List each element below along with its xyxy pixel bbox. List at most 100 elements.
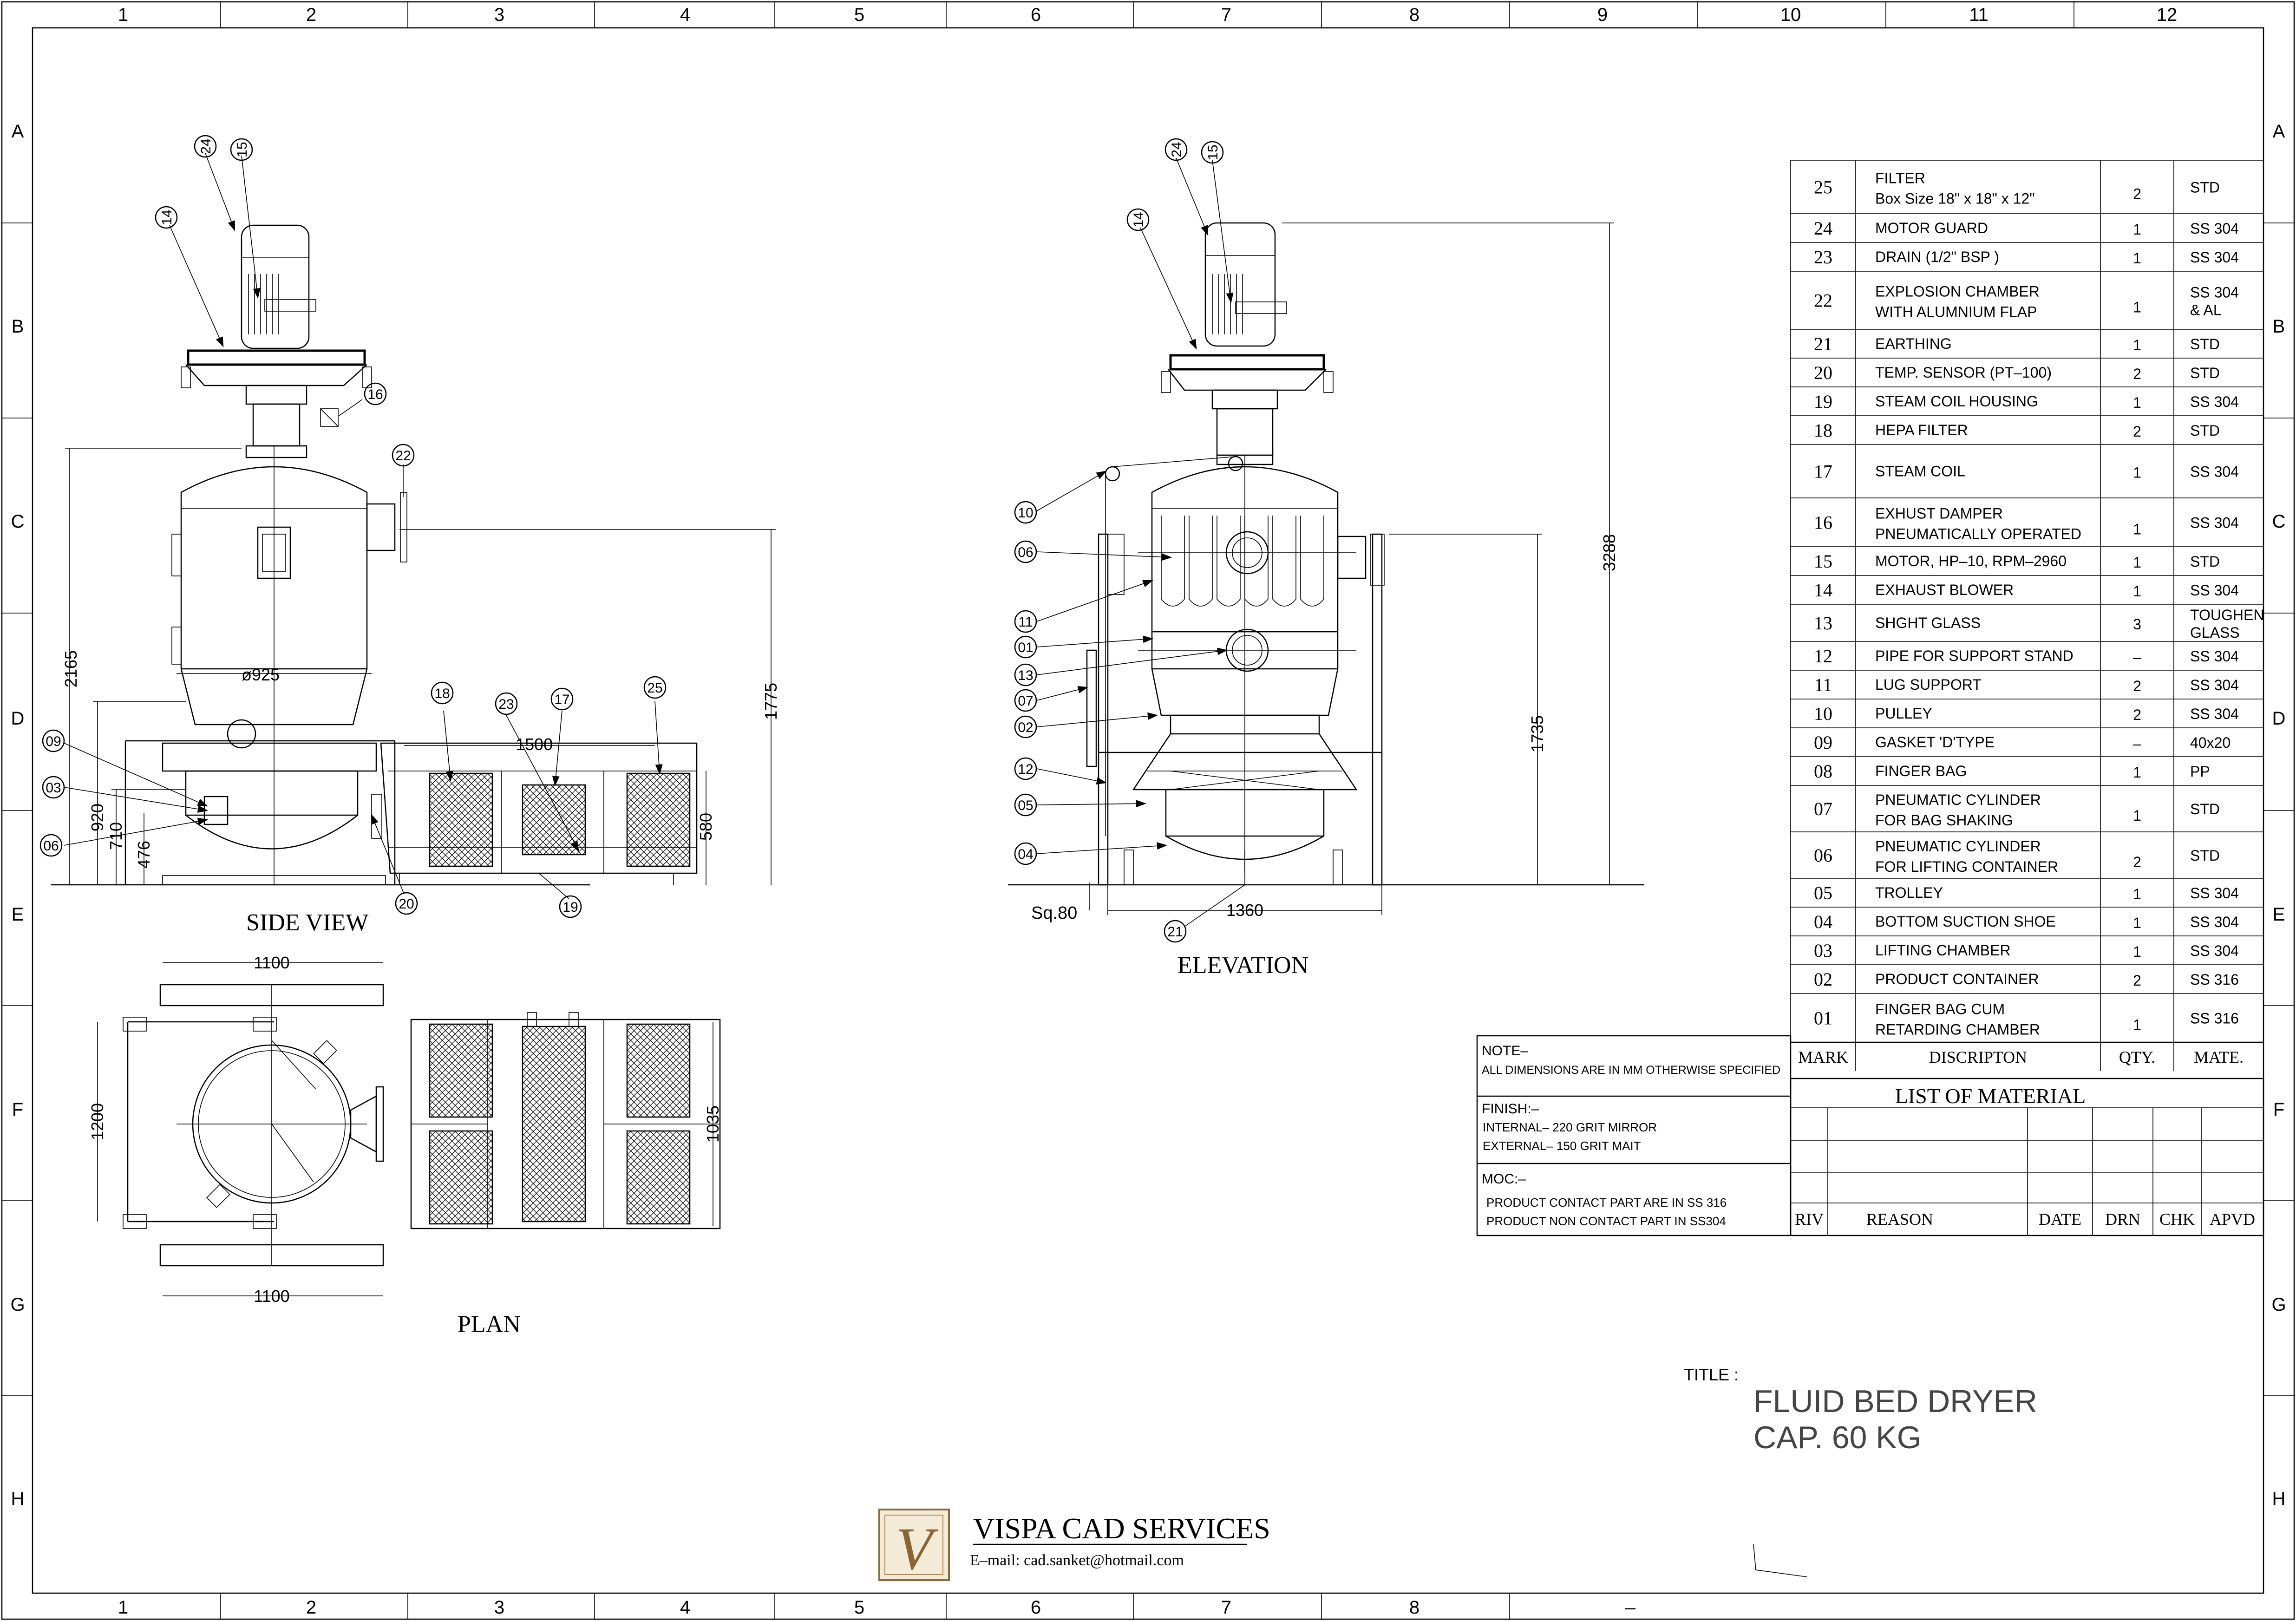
material-mate: SS 316 (2190, 971, 2239, 988)
finish-external: EXTERNAL– 150 GRIT MAIT (1483, 1139, 1641, 1153)
material-mark: 06 (1814, 845, 1832, 866)
material-mark: 11 (1814, 674, 1832, 695)
col-label: 1 (118, 5, 128, 25)
callout-19: 19 (563, 900, 578, 915)
material-mate: SS 304 (2190, 393, 2239, 410)
material-description: FILTER (1875, 170, 1925, 187)
dimension-label: 1100 (254, 953, 289, 972)
material-description: EXHUST DAMPER (1875, 505, 2003, 522)
material-qty: 2 (2133, 186, 2141, 203)
material-mate: STD (2190, 365, 2220, 381)
dimension-label: ø925 (242, 665, 280, 684)
col-label-bottom: 3 (494, 1597, 504, 1618)
material-mark: 09 (1814, 732, 1832, 753)
col-label: 9 (1597, 5, 1608, 25)
row-label: B (2273, 316, 2285, 337)
dimension-label: 1035 (703, 1105, 722, 1143)
list-of-material-title: LIST OF MATERIAL (1895, 1084, 2086, 1108)
callout-06: 06 (1018, 545, 1033, 560)
finish-label: FINISH:– (1482, 1101, 1539, 1117)
note-text: ALL DIMENSIONS ARE IN MM OTHERWISE SPECI… (1482, 1064, 1780, 1077)
callout-05: 05 (1018, 798, 1033, 813)
material-description: STEAM COIL (1875, 463, 1965, 480)
material-description: BOTTOM SUCTION SHOE (1875, 913, 2056, 930)
material-mate: STD (2190, 336, 2220, 353)
callout-21: 21 (1167, 924, 1183, 940)
material-description: PIPE FOR SUPPORT STAND (1875, 647, 2074, 664)
row-label: D (2272, 708, 2286, 729)
material-description: DRAIN (1/2" BSP ) (1875, 248, 1999, 265)
row-label: C (2272, 511, 2286, 532)
material-description: SHGHT GLASS (1875, 614, 1981, 631)
dimension-label: 1360 (1226, 901, 1263, 920)
material-description: TEMP. SENSOR (PT–100) (1875, 364, 2052, 381)
material-mate: STD (2190, 179, 2220, 196)
material-mate: STD (2190, 553, 2220, 570)
rev-header: DATE (2039, 1210, 2081, 1229)
material-mark: 12 (1814, 646, 1832, 667)
material-mark: 21 (1814, 333, 1832, 354)
material-mate: SS 304 (2190, 249, 2239, 266)
material-qty: 2 (2133, 972, 2141, 989)
material-description: STEAM COIL HOUSING (1875, 393, 2038, 410)
material-mark: 14 (1814, 580, 1832, 601)
material-description-2: FOR LIFTING CONTAINER (1875, 858, 2058, 875)
material-header: MARK (1798, 1048, 1848, 1066)
callout-12: 12 (1018, 762, 1033, 777)
callout-10: 10 (1018, 505, 1033, 521)
material-mark: 20 (1814, 362, 1832, 383)
callout-15: 15 (235, 142, 250, 157)
callout-17: 17 (554, 692, 569, 707)
callout-22: 22 (395, 448, 411, 464)
row-label: E (2273, 904, 2285, 925)
row-label: H (2272, 1489, 2286, 1509)
material-mark: 19 (1814, 391, 1832, 412)
row-label: E (12, 904, 24, 925)
col-label: 7 (1221, 5, 1231, 25)
callout-15: 15 (1205, 144, 1221, 160)
col-label: 8 (1409, 5, 1419, 25)
material-qty: 2 (2133, 854, 2141, 870)
callout-24: 24 (1169, 142, 1184, 157)
material-qty: 3 (2133, 616, 2141, 633)
material-qty: – (2133, 649, 2141, 666)
elevation-balloons: 24 15 14 10 06 11 01 13 07 02 12 05 04 2… (1014, 138, 1245, 943)
material-mate-2: GLASS (2190, 624, 2240, 641)
material-description: FINGER BAG CUM (1875, 1001, 2005, 1018)
material-qty: 1 (2133, 299, 2141, 316)
material-qty: 1 (2133, 915, 2141, 931)
material-mate: SS 304 (2190, 515, 2239, 531)
row-label: F (2273, 1099, 2284, 1120)
dimension-label: 580 (696, 813, 715, 841)
material-description: LUG SUPPORT (1875, 676, 1982, 693)
material-mark: 01 (1814, 1008, 1832, 1029)
material-description-2: RETARDING CHAMBER (1875, 1021, 2040, 1038)
elevation-view: 3288 1735 1360 Sq.80 24 15 14 10 06 11 (1008, 138, 1644, 979)
row-label: F (12, 1099, 23, 1120)
material-mate: TOUGHEN (2190, 607, 2264, 623)
material-description: MOTOR, HP–10, RPM–2960 (1875, 553, 2067, 569)
rev-header: RIV (1795, 1210, 1824, 1229)
material-description: EXPLOSION CHAMBER (1875, 283, 2040, 300)
material-qty: 1 (2133, 764, 2141, 781)
row-label: G (10, 1294, 25, 1315)
material-mate: STD (2190, 422, 2220, 439)
material-mark: 23 (1814, 247, 1832, 268)
col-label: 6 (1031, 5, 1041, 25)
company-logo (878, 1509, 950, 1581)
row-label: B (12, 316, 24, 337)
material-mark: 13 (1814, 613, 1832, 634)
